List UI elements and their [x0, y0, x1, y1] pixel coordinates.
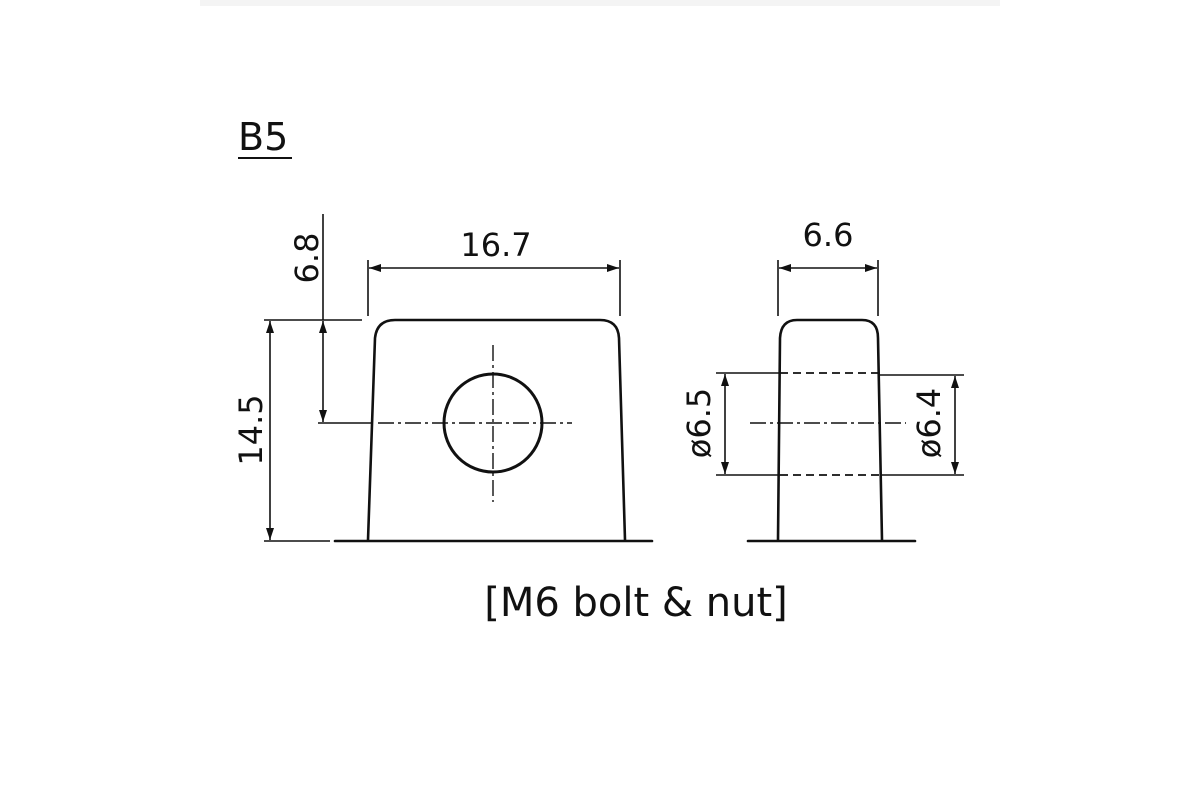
side-view: 6.6 ø6.5 ø6.4 [680, 216, 964, 543]
height-dimension-label: 14.5 [232, 394, 270, 465]
front-view: 16.7 14.5 6.8 [232, 214, 654, 543]
front-view-outline [366, 318, 627, 542]
side-view-outline [776, 318, 884, 542]
drawing-title: B5 [238, 115, 288, 159]
side-width-dimension-label: 6.6 [803, 216, 854, 254]
drawing-caption: [M6 bolt & nut] [484, 580, 788, 626]
hole-offset-dimension-label: 6.8 [288, 233, 326, 284]
left-diameter-dimension-label: ø6.5 [680, 388, 718, 458]
right-diameter-dimension-label: ø6.4 [910, 388, 948, 458]
width-dimension-label: 16.7 [460, 226, 531, 264]
top-band [200, 0, 1000, 6]
